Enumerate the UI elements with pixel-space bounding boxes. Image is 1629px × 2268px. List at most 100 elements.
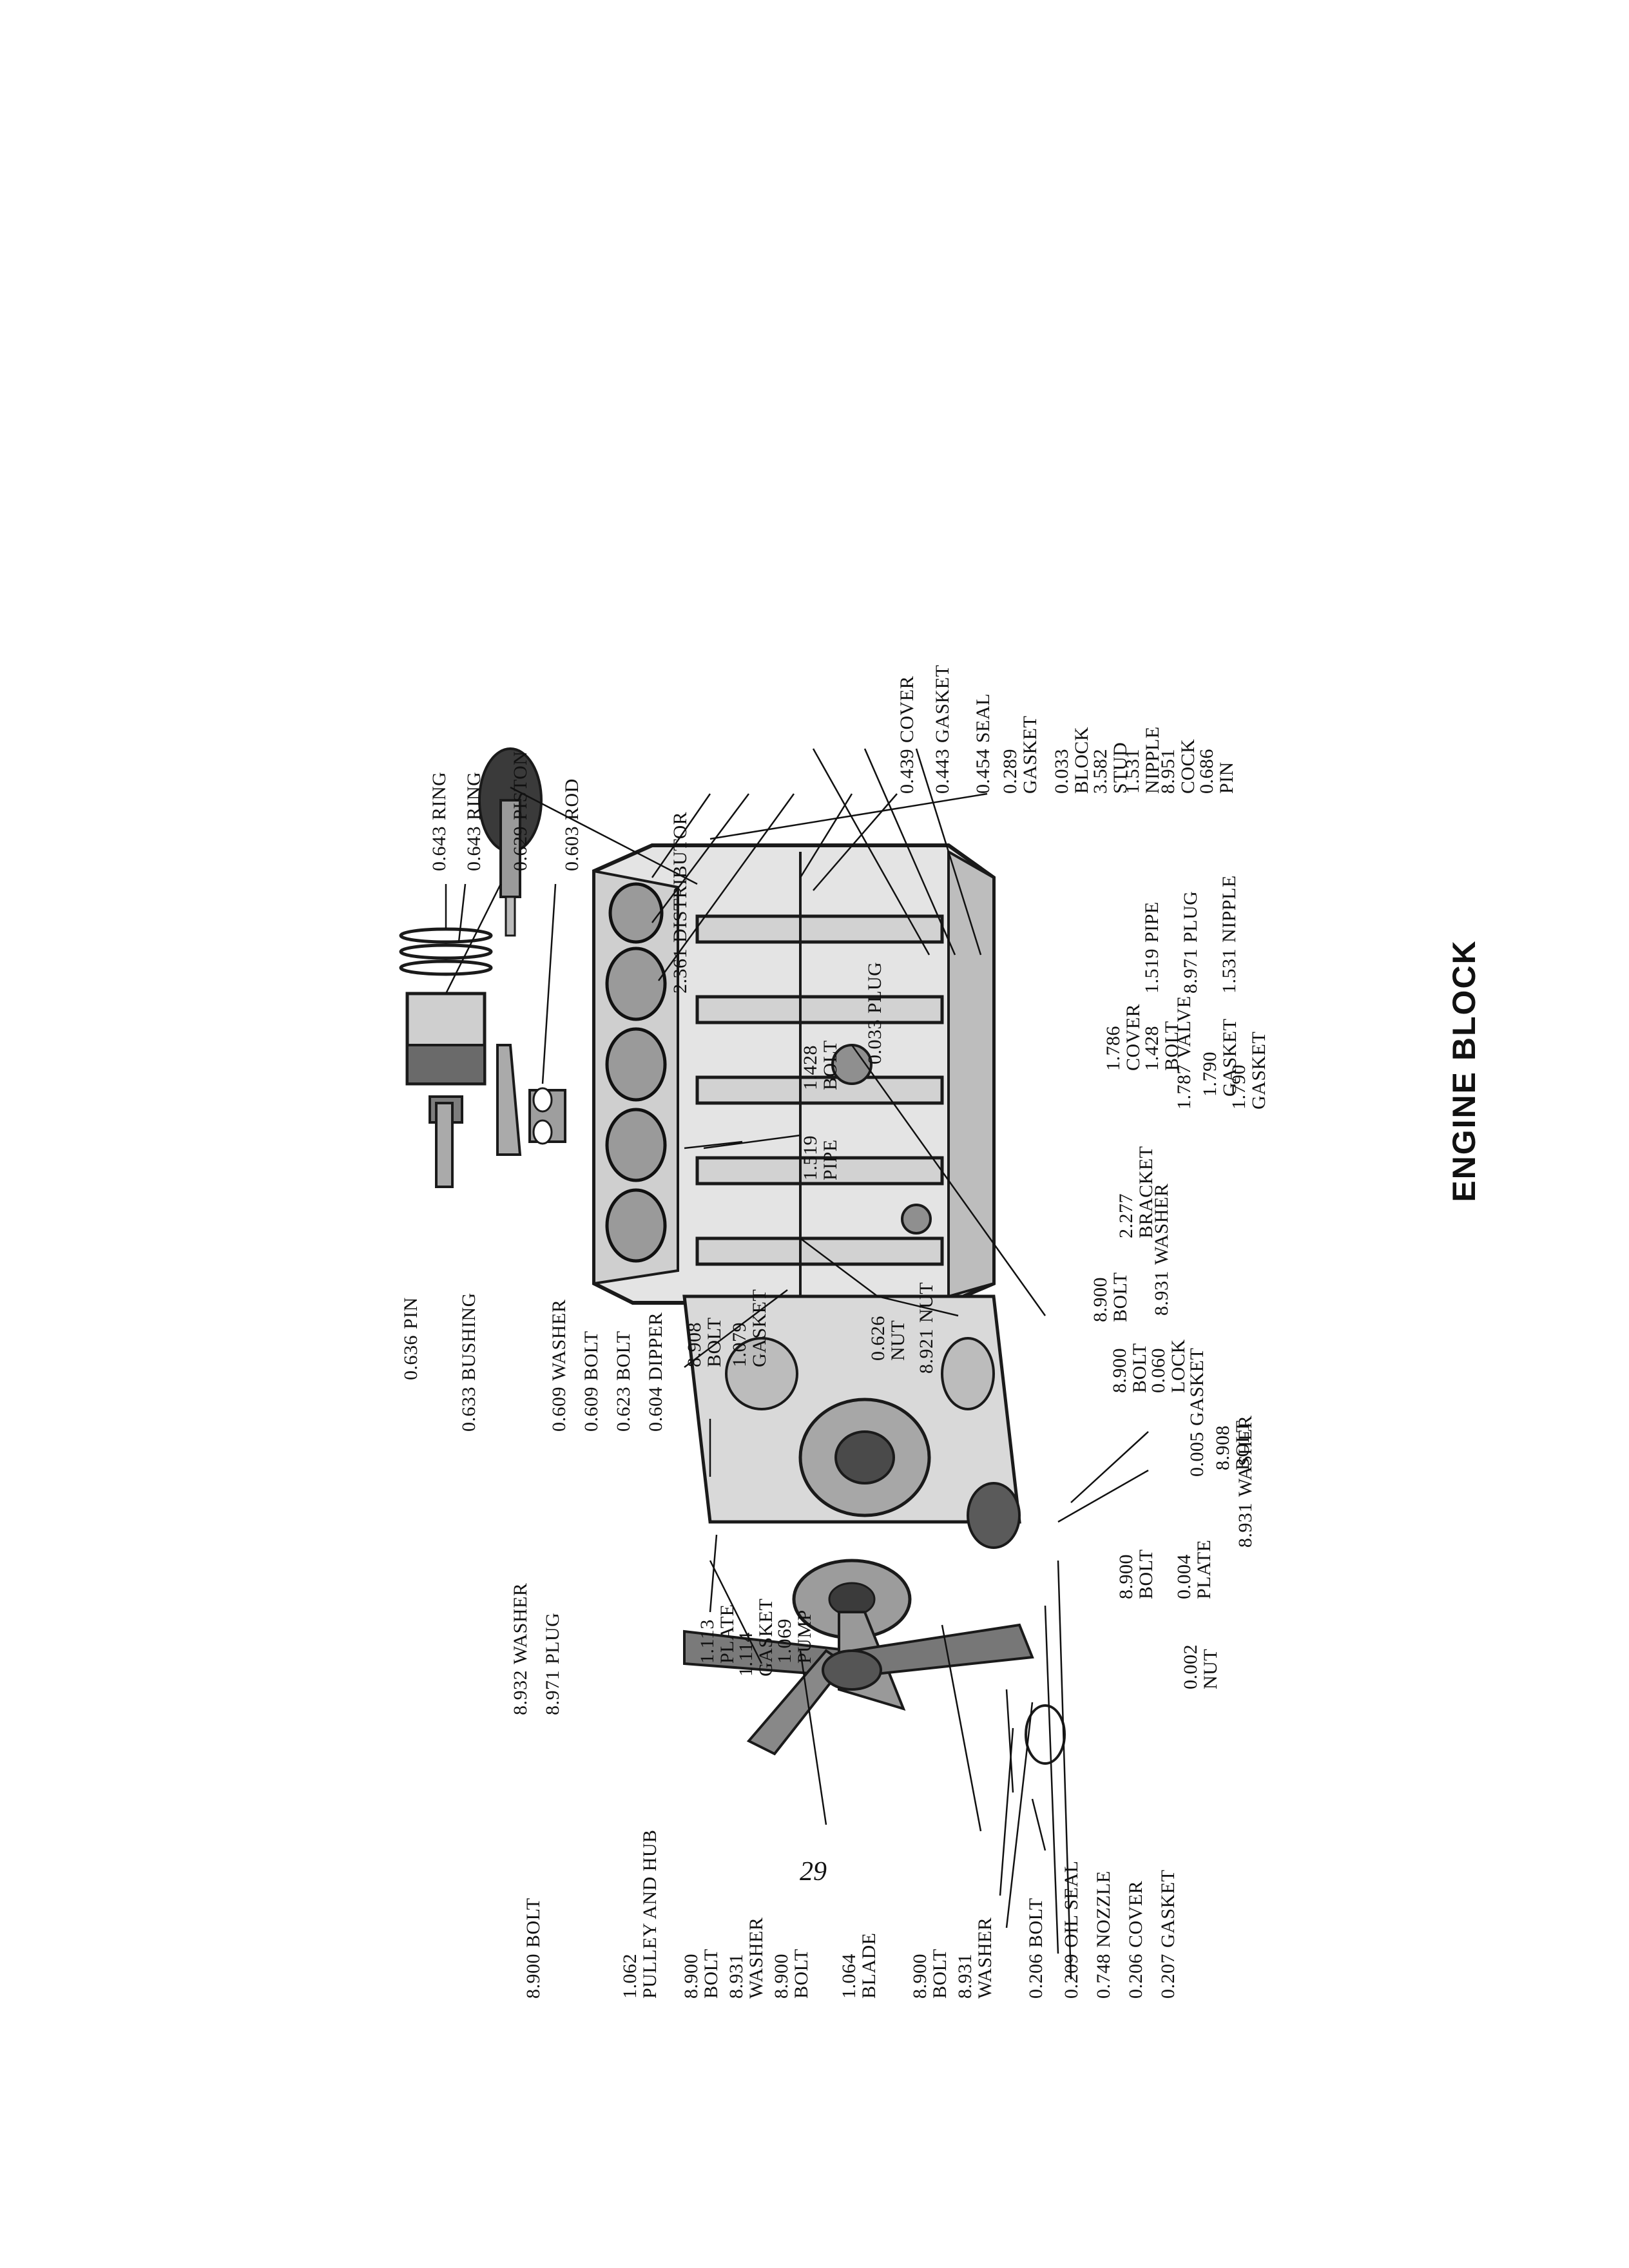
- part-name: BOLT: [929, 1948, 950, 1999]
- part-number: 0.636: [400, 1335, 421, 1380]
- part-number: 1.531: [1219, 948, 1240, 994]
- part-label: 0.209 OIL SEAL: [1061, 1860, 1082, 1999]
- part-name: PLUG: [542, 1612, 563, 1664]
- page-number: 29: [800, 1857, 827, 1887]
- part-name: VALVE: [1173, 995, 1195, 1059]
- front-cover: [682, 1294, 1021, 1549]
- part-name: PIN: [400, 1297, 421, 1329]
- part-name: GASKET: [1157, 1869, 1179, 1948]
- part-number: 0.454: [972, 749, 994, 794]
- part-name: GASKET: [1186, 1347, 1208, 1426]
- part-label: 0.207 GASKET: [1157, 1869, 1179, 1999]
- part-label: 0.629PISTON: [510, 751, 531, 871]
- part-name: PLATE: [717, 1604, 738, 1664]
- part-name: BOLT: [581, 1331, 602, 1381]
- part-number: 8.931: [1235, 1503, 1256, 1548]
- part-number: 3.582: [1090, 749, 1111, 794]
- part-number: 0.748: [1093, 1954, 1114, 1999]
- part-label: 8.931WASHER: [1235, 1416, 1256, 1548]
- part-label: 1.519PIPE: [1141, 901, 1162, 994]
- part-label: 8.971PLUG: [1180, 890, 1201, 994]
- part-number: 8.900: [1090, 1277, 1111, 1322]
- part-name: GASKET: [749, 1289, 770, 1367]
- part-name: PULLEY AND HUB: [639, 1829, 660, 1999]
- engine-block-illustration: [399, 747, 1149, 1980]
- part-label: 0.636 PIN: [400, 1297, 421, 1380]
- part-label: 0.604DIPPER: [645, 1312, 666, 1432]
- part-name: PIPE: [820, 1139, 841, 1180]
- part-name: WASHER: [510, 1582, 531, 1664]
- part-label: 8.921NUT: [916, 1282, 937, 1374]
- part-name: GASKET: [932, 664, 953, 743]
- part-number: 8.931: [1151, 1271, 1172, 1316]
- part-number: 0.289: [999, 749, 1021, 794]
- part-name: WASHER: [1151, 1183, 1172, 1265]
- part-number: 0.609: [581, 1387, 602, 1432]
- part-number: 0.206: [1025, 1954, 1046, 1999]
- part-number: 0.002: [1180, 1644, 1201, 1689]
- part-name: GASKET: [755, 1598, 776, 1677]
- engine-block-casting: [592, 843, 996, 1305]
- part-label: 0.454SEAL: [972, 693, 994, 794]
- part-label: 8.971 PLUG: [542, 1612, 563, 1715]
- part-name: PIN: [1216, 762, 1237, 794]
- part-number: 2.277: [1115, 1193, 1137, 1238]
- part-name: OIL SEAL: [1061, 1860, 1082, 1948]
- part-number: 8.921: [916, 1329, 937, 1374]
- part-name: BOLT: [613, 1331, 634, 1381]
- part-number: 0.004: [1173, 1554, 1195, 1599]
- part-name: COCK: [1177, 738, 1199, 794]
- part-label: 0.603ROD: [561, 778, 583, 871]
- part-name: PLUG: [1180, 890, 1201, 943]
- part-name: COVER: [1125, 1880, 1146, 1948]
- part-number: 1.064: [838, 1954, 860, 1999]
- part-number: 1.428: [800, 1045, 821, 1090]
- part-name: BOLT: [700, 1948, 722, 1999]
- part-number: 0.206: [1125, 1954, 1146, 1999]
- part-name: COVER: [1123, 1003, 1144, 1071]
- part-name: RING: [463, 771, 485, 820]
- part-name: LOCK: [1168, 1339, 1189, 1393]
- part-name: WASHER: [548, 1299, 570, 1381]
- part-label: 2.361DISTRIBUTOR: [670, 811, 691, 994]
- part-number: 0.439: [896, 749, 918, 794]
- part-number: 8.900: [771, 1954, 792, 1999]
- part-number: 8.908: [1212, 1425, 1233, 1470]
- part-name: NIPPLE: [1219, 875, 1240, 943]
- part-number: 1.428: [1141, 1026, 1162, 1071]
- part-name: DISTRIBUTOR: [670, 811, 691, 943]
- part-number: 8.900: [680, 1954, 702, 1999]
- part-number: 0.643: [429, 826, 450, 871]
- part-name: NUT: [1200, 1648, 1221, 1689]
- part-number: 1.790: [1199, 1052, 1220, 1097]
- part-name: BOLT: [1135, 1549, 1157, 1599]
- part-number: 0.060: [1148, 1348, 1169, 1393]
- part-label: 0.206 COVER: [1125, 1880, 1146, 1999]
- part-name: BLOCK: [1071, 726, 1092, 794]
- part-label: 0.609 BOLT: [581, 1331, 602, 1432]
- part-number: 0.033: [1051, 749, 1072, 794]
- part-number: 0.604: [645, 1387, 666, 1432]
- part-number: 1.790: [1228, 1064, 1249, 1110]
- part-label: 0.206BOLT: [1025, 1898, 1046, 1999]
- part-number: 0.209: [1061, 1954, 1082, 1999]
- part-name: BUSHING: [458, 1293, 479, 1381]
- part-number: 0.207: [1157, 1954, 1179, 1999]
- part-number: 8.971: [542, 1670, 563, 1715]
- part-number: 8.908: [684, 1322, 705, 1367]
